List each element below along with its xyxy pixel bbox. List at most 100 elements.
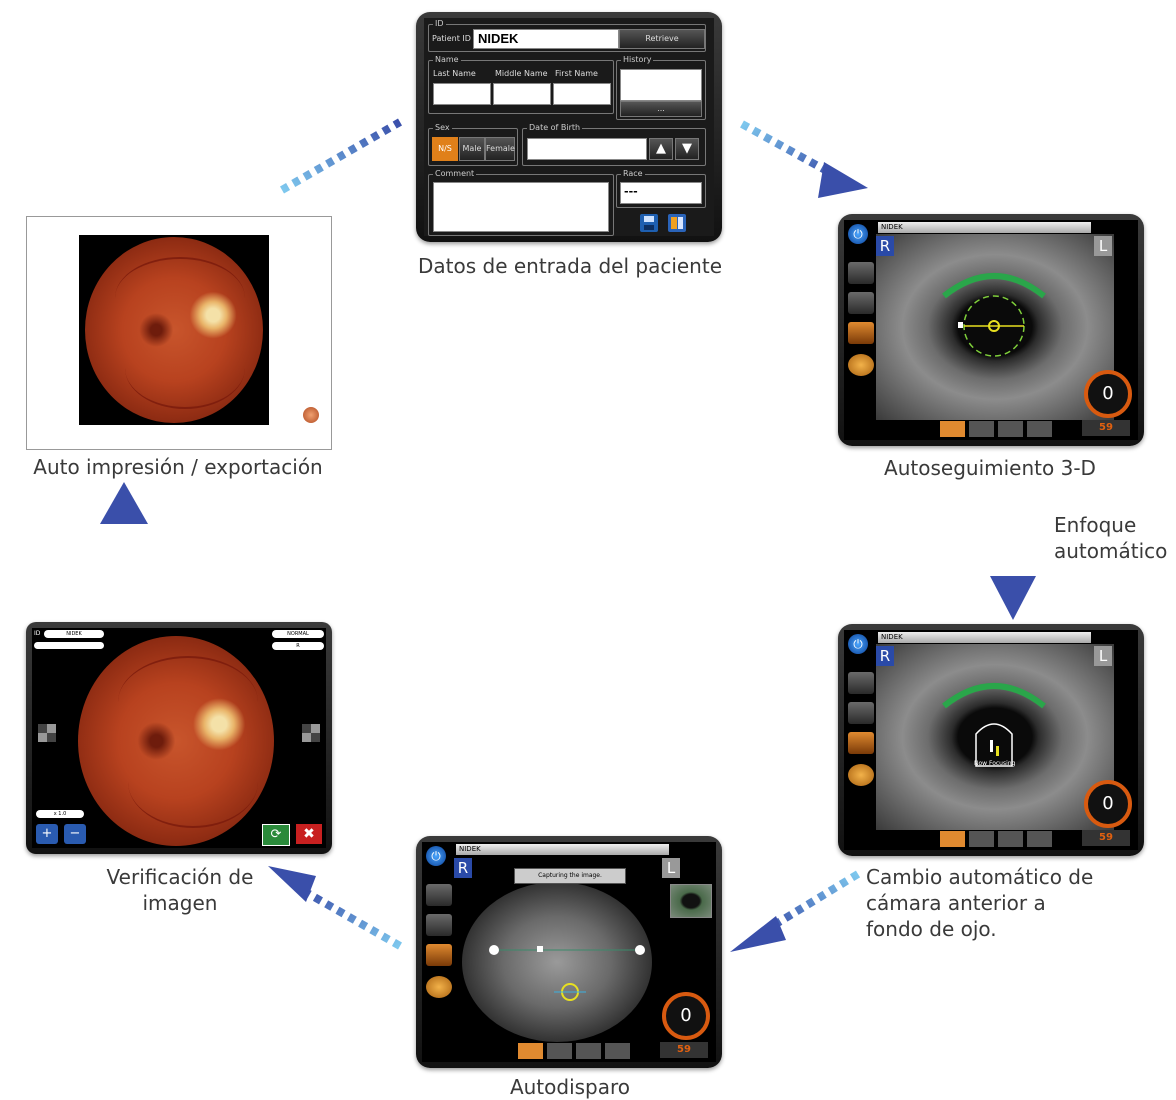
export-icon[interactable] — [668, 214, 686, 232]
patient-id-input[interactable]: NIDEK — [473, 29, 619, 49]
sex-option-female[interactable]: Female — [485, 137, 515, 161]
comment-input[interactable] — [433, 182, 609, 232]
tracking-side-button-3[interactable] — [848, 322, 874, 344]
shot-side-button-2[interactable] — [426, 914, 452, 936]
shot-target-overlay — [489, 945, 645, 1001]
tracking-mode-btn-4[interactable] — [1027, 421, 1052, 437]
tracking-shot-count-value: 59 — [1099, 422, 1113, 433]
switch-status: Now Focusing — [974, 760, 1016, 767]
shot-side-button-auto[interactable] — [426, 976, 452, 998]
shot-mode-btn-1[interactable] — [518, 1043, 543, 1059]
first-name-input[interactable] — [553, 83, 611, 105]
review-prev-icon[interactable] — [38, 724, 56, 742]
review-patient-id-value: NIDEK — [66, 631, 82, 637]
zoom-out-icon[interactable]: − — [64, 824, 86, 844]
sex-option-male[interactable]: Male — [459, 137, 485, 161]
caption-image-check-line1: Verificación de — [106, 865, 254, 889]
switch-power-icon[interactable]: ⏻ — [848, 634, 868, 654]
print-logo-icon — [303, 407, 319, 423]
shot-eye-r: R — [457, 859, 469, 877]
reject-icon[interactable]: ✖ — [296, 824, 322, 844]
switch-shot-count-value: 59 — [1099, 832, 1113, 843]
switch-eye-r: R — [879, 647, 891, 665]
arrow-gradient-icon-3 — [730, 870, 861, 952]
history-more-button[interactable]: ... — [620, 101, 702, 117]
sex-option-male-label: Male — [462, 144, 482, 153]
review-zoom-value: x 1.0 — [53, 811, 67, 817]
review-mode: NORMAL — [272, 630, 324, 638]
review-fundus-image — [78, 636, 274, 846]
switch-side-button-auto[interactable] — [848, 764, 874, 786]
sex-option-ns[interactable]: N/S — [432, 137, 458, 161]
switch-side-button-3[interactable] — [848, 732, 874, 754]
shot-power-icon[interactable]: ⏻ — [426, 846, 446, 866]
switch-eye-l-badge[interactable]: L — [1094, 646, 1112, 666]
review-eye: R — [272, 642, 324, 650]
dob-down-button[interactable]: ▼ — [675, 138, 699, 160]
shot-shot-count: 59 — [660, 1042, 708, 1058]
tracking-shot-count: 59 — [1082, 420, 1130, 436]
accept-icon[interactable]: ⟳ — [262, 824, 290, 846]
switch-mode-btn-3[interactable] — [998, 831, 1023, 847]
shot-mode-btn-4[interactable] — [605, 1043, 630, 1059]
review-zoom-readout: x 1.0 — [36, 810, 84, 818]
last-name-input[interactable] — [433, 83, 491, 105]
tracking-eye-l: L — [1098, 237, 1108, 255]
name-group-label: Name — [433, 55, 461, 64]
shot-side-button-1[interactable] — [426, 884, 452, 906]
tracking-device: NIDEK ⏻ R L 0 59 — [838, 214, 1144, 446]
switch-side-button-2[interactable] — [848, 702, 874, 724]
race-input[interactable]: --- — [620, 182, 702, 204]
switch-mode-btn-2[interactable] — [969, 831, 994, 847]
comment-group: Comment — [428, 169, 614, 236]
last-name-label: Last Name — [433, 69, 476, 78]
sex-group: Sex N/S Male Female — [428, 123, 518, 166]
caption-image-check: Verificación de imagen — [60, 864, 300, 916]
caption-image-check-line2: imagen — [142, 891, 218, 915]
shot-eye-l: L — [666, 859, 676, 877]
tracking-mode-bar — [940, 421, 1052, 437]
race-group-label: Race — [621, 169, 645, 178]
review-id-label: ID — [34, 630, 41, 637]
arrow-gradient-icon-2 — [990, 480, 1036, 620]
dob-input[interactable] — [527, 138, 647, 160]
switch-eye-r-badge[interactable]: R — [876, 646, 894, 666]
retrieve-button[interactable]: Retrieve — [619, 29, 705, 49]
id-group-label: ID — [433, 19, 446, 28]
history-more-label: ... — [657, 104, 665, 113]
first-name-label: First Name — [555, 69, 598, 78]
retrieve-label: Retrieve — [645, 34, 679, 43]
zoom-in-icon[interactable]: + — [36, 824, 58, 844]
tracking-side-button-2[interactable] — [848, 292, 874, 314]
review-next-icon[interactable] — [302, 724, 320, 742]
shot-side-button-3[interactable] — [426, 944, 452, 966]
tracking-eye-r-badge[interactable]: R — [876, 236, 894, 256]
tracking-mode-btn-2[interactable] — [969, 421, 994, 437]
dob-up-button[interactable]: ▲ — [649, 138, 673, 160]
tracking-side-button-auto[interactable] — [848, 354, 874, 376]
switch-mode-btn-1[interactable] — [940, 831, 965, 847]
middle-name-input[interactable] — [493, 83, 551, 105]
shot-eye-l-badge[interactable]: L — [662, 858, 680, 878]
history-group-label: History — [621, 55, 654, 64]
shot-anterior-thumbnail — [670, 884, 712, 918]
tracking-patient-id: NIDEK — [881, 223, 903, 231]
tracking-mode-btn-1[interactable] — [940, 421, 965, 437]
save-icon[interactable] — [640, 214, 658, 232]
tracking-id-bar: NIDEK — [878, 222, 1091, 233]
history-list[interactable] — [620, 69, 702, 101]
shot-mode-btn-3[interactable] — [576, 1043, 601, 1059]
shot-eye-r-badge[interactable]: R — [454, 858, 472, 878]
switch-side-button-1[interactable] — [848, 672, 874, 694]
caption-auto-shot: Autodisparo — [509, 1075, 631, 1099]
tracking-side-button-1[interactable] — [848, 262, 874, 284]
tracking-mode-btn-3[interactable] — [998, 421, 1023, 437]
caption-auto-switch-line3: fondo de ojo. — [866, 917, 997, 941]
tracking-power-icon[interactable]: ⏻ — [848, 224, 868, 244]
shot-counter: 0 — [680, 1005, 692, 1026]
review-screen: ID NIDEK NORMAL R x 1.0 + − ⟳ ✖ — [32, 628, 326, 848]
shot-mode-btn-2[interactable] — [547, 1043, 572, 1059]
switch-id-bar: NIDEK — [878, 632, 1091, 643]
switch-mode-btn-4[interactable] — [1027, 831, 1052, 847]
tracking-eye-l-badge[interactable]: L — [1094, 236, 1112, 256]
